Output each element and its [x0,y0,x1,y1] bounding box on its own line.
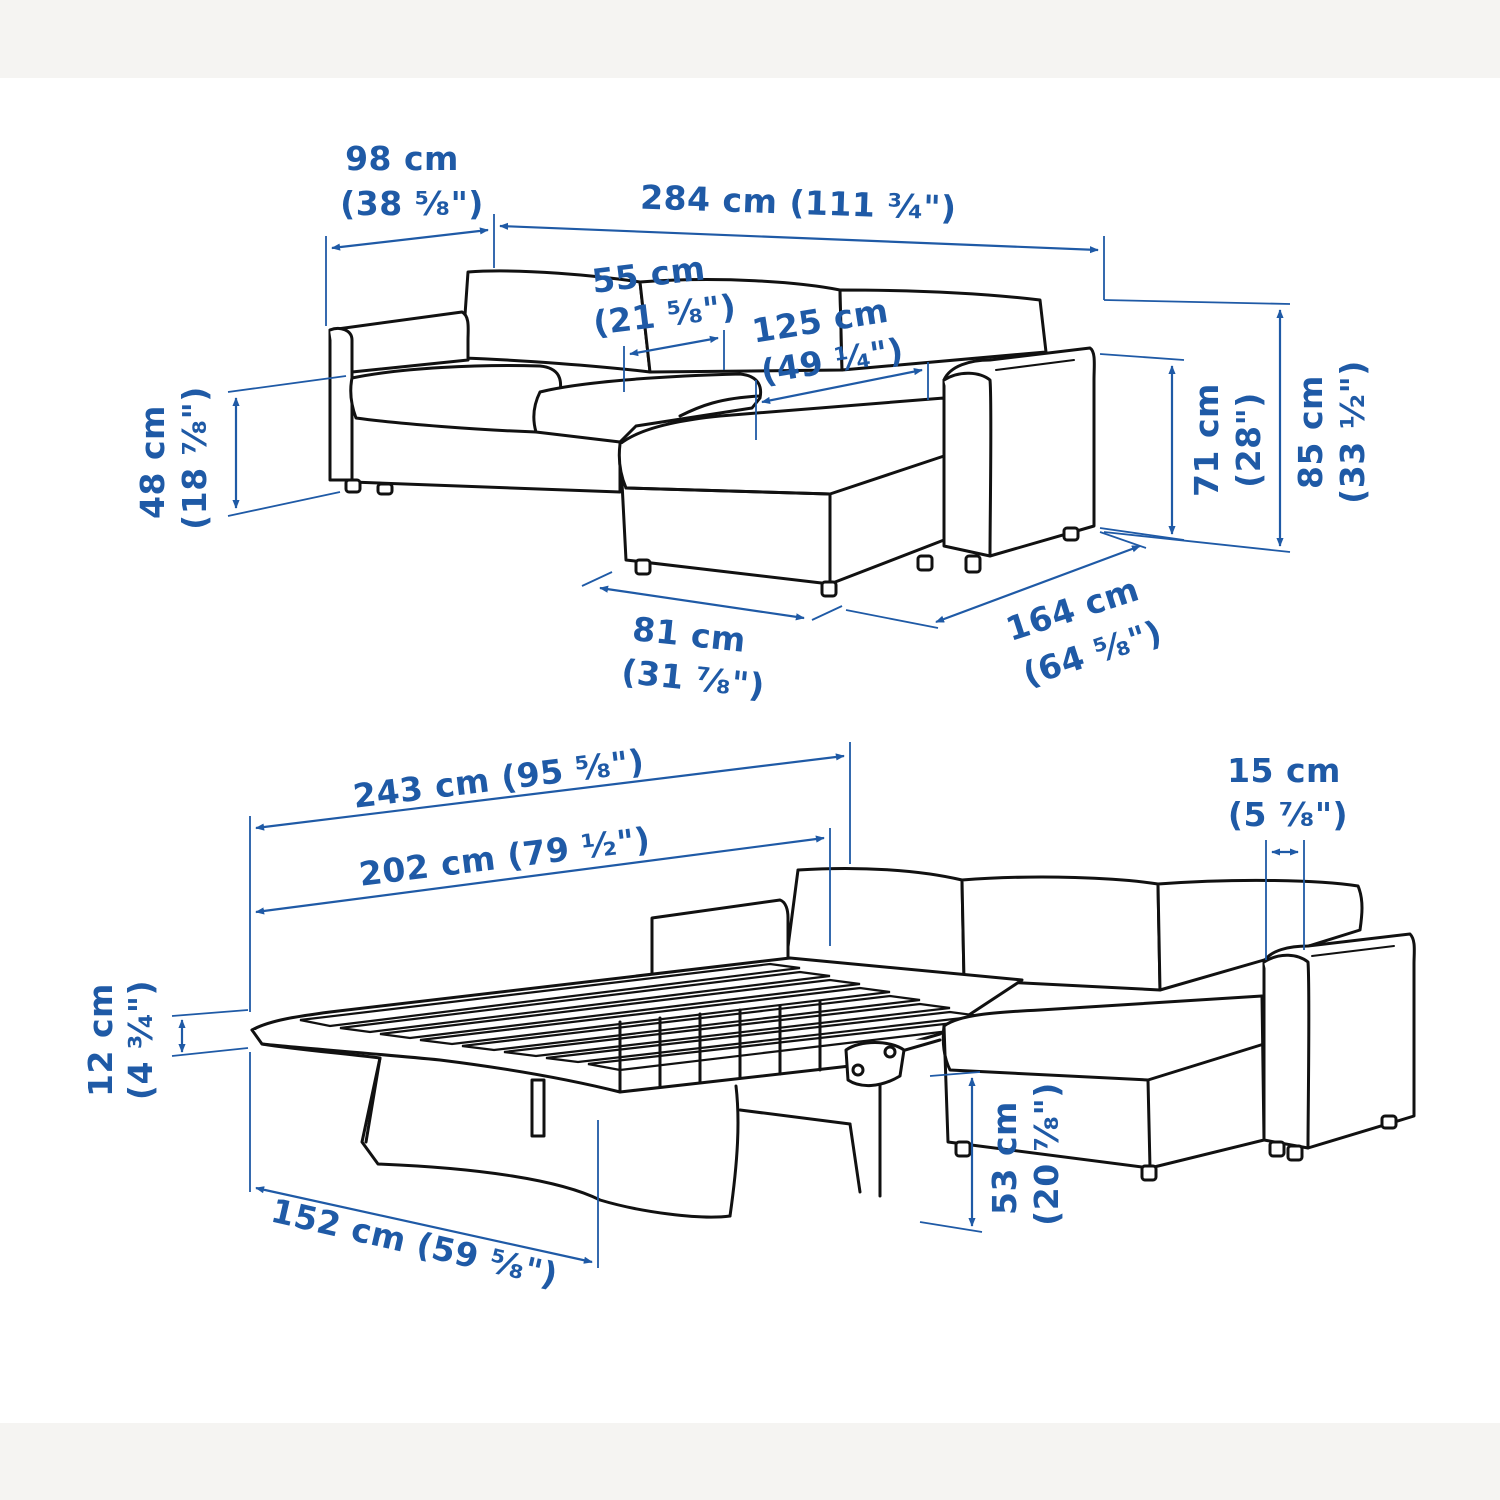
total-height-cm: 85 cm [1291,375,1330,489]
sofa-bed-illustration [250,866,1416,1219]
total-height-inch: (33 ¹⁄₂") [1333,360,1372,504]
bed-height-inch: (20 ⁷⁄₈") [1027,1082,1066,1226]
armrest-height-cm: 71 cm [1187,383,1226,497]
bed-height-cm: 53 cm [985,1101,1024,1215]
total-width-label: 284 cm (111 ³⁄₄") [640,177,958,227]
chaise-width-inch: (31 ⁷⁄₈") [620,652,767,706]
top-dimension-lines [227,214,1291,629]
armrest-depth-cm: 98 cm [345,139,459,178]
seat-height-cm: 48 cm [133,405,172,519]
bed-slats [299,962,1009,1072]
bed-dimension-lines [171,742,1305,1268]
chaise-width-cm: 81 cm [631,609,748,660]
mattress-thickness-inch: (4 ³⁄₄") [121,980,160,1100]
mattress-thickness-cm: 12 cm [81,983,120,1097]
bed-width-label: 152 cm (59 ⁵⁄₈") [267,1191,561,1295]
armrest-depth-inch: (38 ⁵⁄₈") [340,184,484,223]
bed-length-total-label: 243 cm (95 ⁵⁄₈") [351,741,647,815]
seat-height-inch: (18 ⁷⁄₈") [175,386,214,530]
mattress-length-label: 202 cm (79 ¹⁄₂") [357,819,653,893]
sofa-illustration [328,269,1096,598]
armrest-height-inch: (28") [1229,392,1268,488]
armrest-width-cm: 15 cm [1227,751,1341,790]
armrest-width-inch: (5 ⁷⁄₈") [1228,795,1348,834]
